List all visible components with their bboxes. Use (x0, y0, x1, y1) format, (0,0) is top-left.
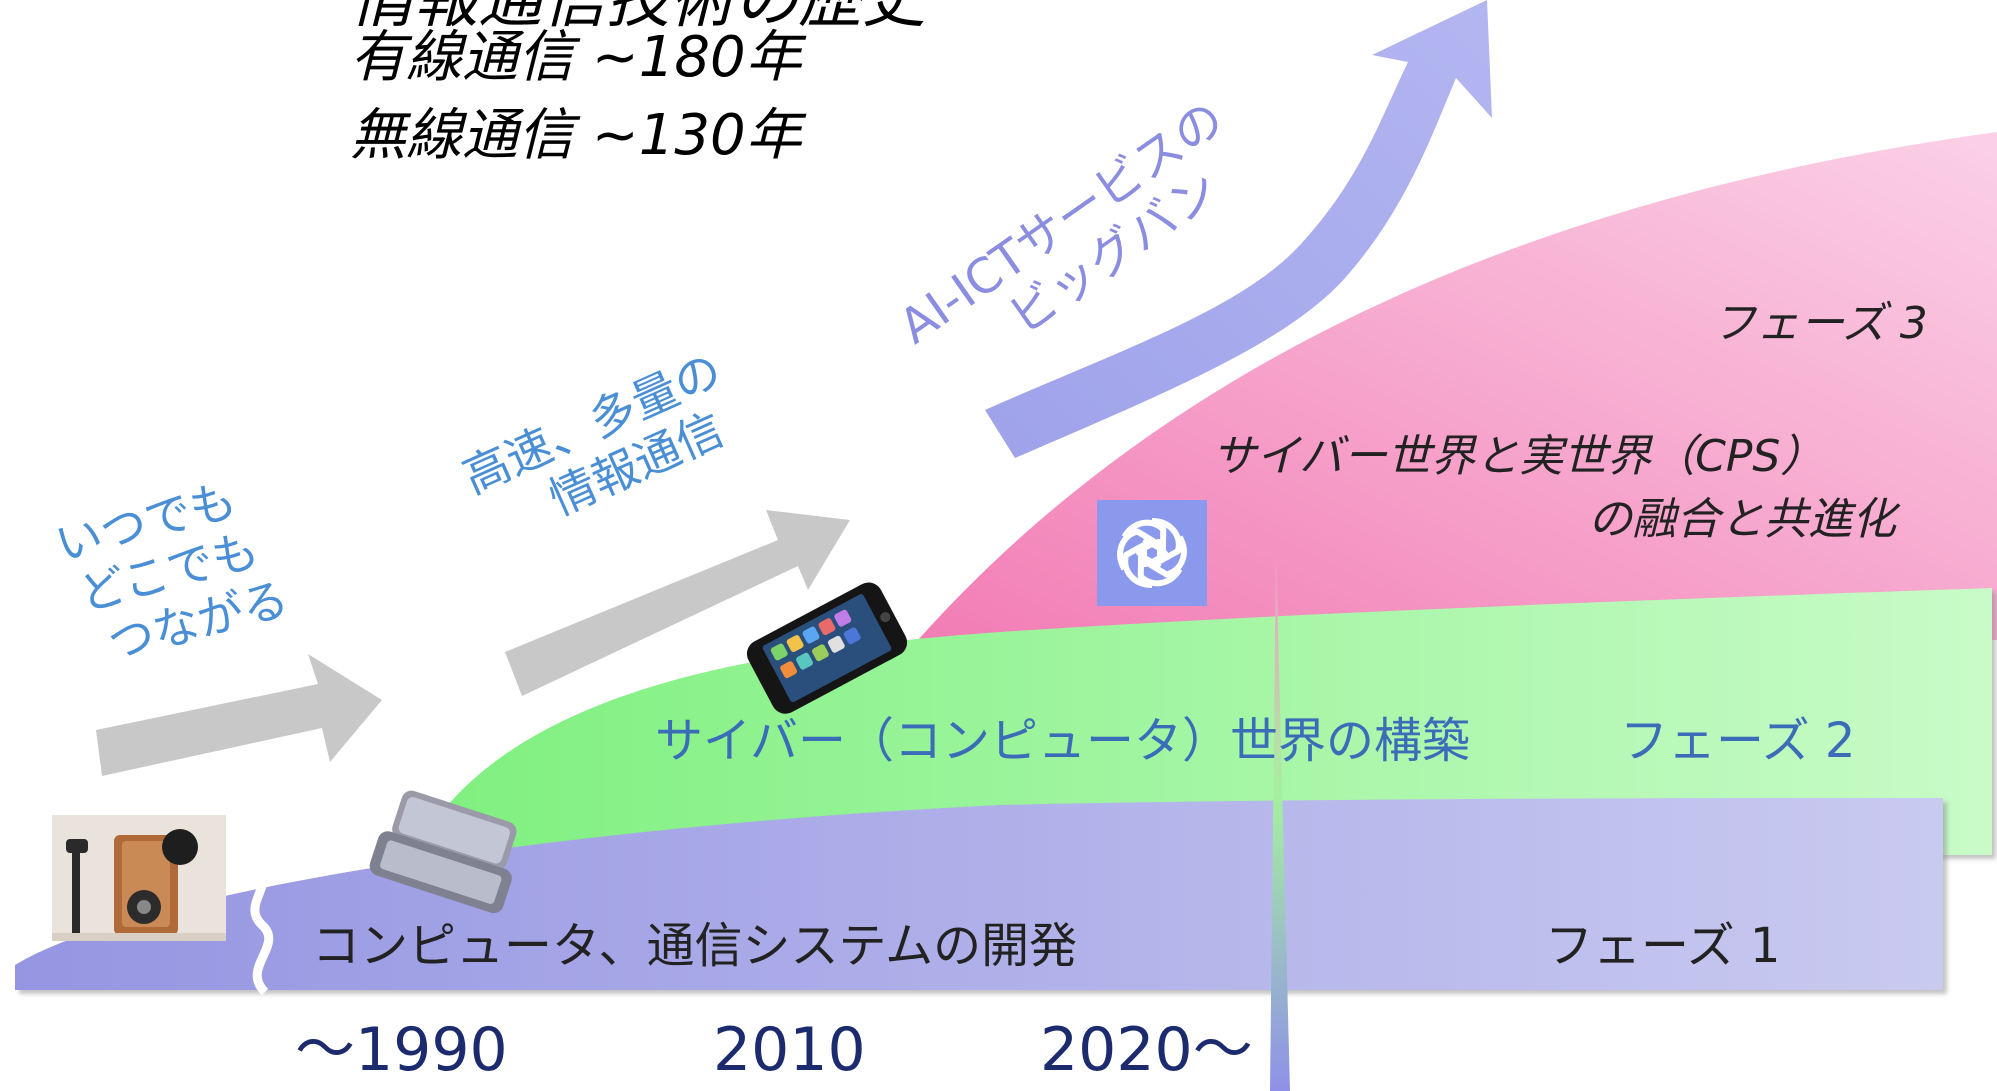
phase1-area (15, 798, 1943, 990)
year-1990: ～1990 (295, 1015, 508, 1085)
telephone-icon (52, 815, 226, 941)
openai-logo-icon (1097, 500, 1207, 606)
phase3-desc-line2: の融合と共進化 (1588, 494, 1896, 545)
slide-title: 情報通信技術の歴史 (350, 0, 926, 37)
phase2-name: フェーズ 2 (1620, 713, 1856, 769)
gray-arrow-2 (505, 510, 850, 696)
break-line (247, 856, 274, 996)
phase3-name: フェーズ 3 (1712, 298, 1928, 349)
bigbang-arrow (985, 0, 1492, 458)
year-2010: 2010 (713, 1015, 866, 1085)
now-marker (1270, 550, 1290, 1091)
phase1-name: フェーズ 1 (1545, 918, 1781, 974)
year-2020: 2020～ (1040, 1015, 1253, 1085)
phase1-desc: コンピュータ、通信システムの開発 (312, 918, 1078, 974)
phase3-desc-line1: サイバー世界と実世界（CPS） (1212, 431, 1825, 482)
phase2-desc: サイバー（コンピュータ）世界の構築 (655, 713, 1471, 769)
history-wired: 有線通信 ~180年 (350, 25, 802, 90)
flip-phone-icon (369, 790, 517, 914)
history-wireless: 無線通信 ~130年 (350, 103, 802, 168)
gray-arrow-1 (96, 654, 382, 776)
smartphone-icon (746, 582, 908, 714)
